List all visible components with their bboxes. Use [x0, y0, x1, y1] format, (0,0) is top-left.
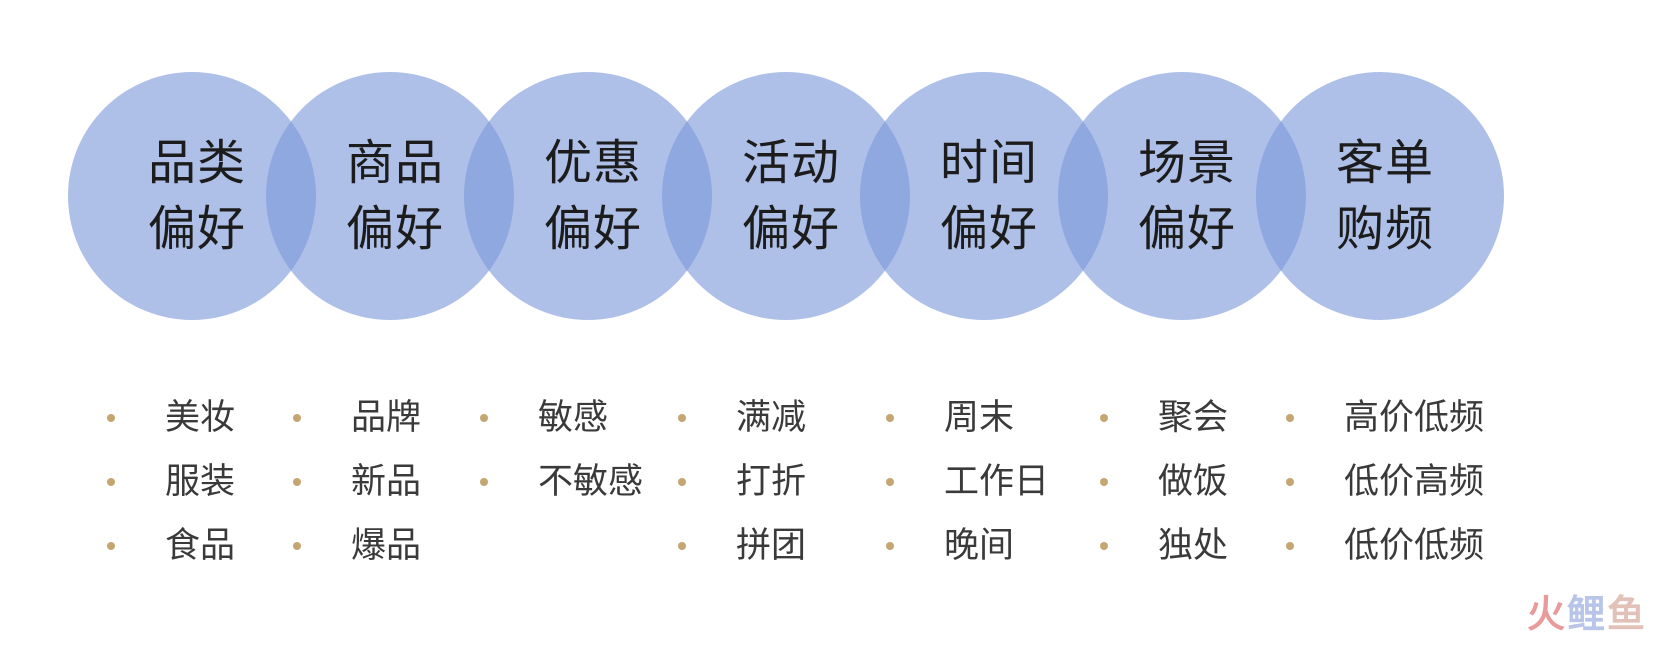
circle-7: [1256, 72, 1504, 320]
list-item-text: 不敏感: [538, 462, 644, 502]
bullet-dot-icon: [678, 542, 686, 550]
bullet-dot-icon: [678, 478, 686, 486]
bullet-dot-icon: [293, 414, 301, 422]
circle-label-7: 客单购频: [1256, 72, 1504, 320]
bullet-dot-icon: [678, 414, 686, 422]
list-item-text: 爆品: [351, 526, 422, 566]
list-item-text: 食品: [165, 526, 236, 566]
circle-label-6: 场景偏好: [1058, 72, 1306, 320]
list-item-text: 做饭: [1158, 462, 1229, 502]
bullet-dot-icon: [480, 414, 488, 422]
circle-label-line2: 偏好: [939, 201, 1038, 257]
list-item-text: 满减: [736, 398, 807, 438]
bullet-dot-icon: [293, 478, 301, 486]
list-item-text: 聚会: [1158, 398, 1229, 438]
circle-label-line1: 场景: [1137, 135, 1236, 191]
watermark-char-2: 鲤: [1566, 592, 1607, 636]
circle-label-3: 优惠偏好: [464, 72, 712, 320]
watermark-char-3: 鱼: [1606, 592, 1647, 636]
circle-label-4: 活动偏好: [662, 72, 910, 320]
circle-label-line1: 客单: [1335, 135, 1434, 191]
bullet-dot-icon: [886, 542, 894, 550]
list-item-text: 服装: [165, 462, 236, 502]
bullet-dot-icon: [886, 478, 894, 486]
list-item-text: 工作日: [944, 462, 1050, 502]
circle-label-2: 商品偏好: [266, 72, 514, 320]
list-item-text: 高价低频: [1344, 398, 1485, 438]
circle-label-line1: 时间: [939, 135, 1038, 191]
bullet-dot-icon: [1286, 478, 1294, 486]
bullet-dot-icon: [1286, 414, 1294, 422]
watermark-char-1: 火: [1526, 592, 1567, 636]
bullet-dot-icon: [293, 542, 301, 550]
circle-label-line1: 品类: [147, 135, 246, 191]
bullet-dot-icon: [480, 478, 488, 486]
list-item-text: 打折: [736, 462, 807, 502]
circle-label-line2: 偏好: [543, 201, 642, 257]
bullet-dot-icon: [107, 414, 115, 422]
circle-label-line2: 偏好: [741, 201, 840, 257]
list-item-text: 周末: [944, 398, 1015, 438]
list-item-text: 晚间: [944, 526, 1015, 566]
circle-label-line2: 偏好: [1137, 201, 1236, 257]
circle-label-line2: 偏好: [147, 201, 246, 257]
circle-label-line1: 优惠: [543, 135, 642, 191]
bullet-dot-icon: [107, 542, 115, 550]
bullet-dot-icon: [1100, 542, 1108, 550]
circle-label-line1: 活动: [741, 135, 840, 191]
bullet-dot-icon: [886, 414, 894, 422]
list-item-text: 新品: [351, 462, 422, 502]
list-item-text: 敏感: [538, 398, 609, 438]
list-item-text: 品牌: [351, 398, 422, 438]
list-item-text: 独处: [1158, 526, 1229, 566]
watermark-logo: 火鲤鱼: [1527, 583, 1647, 638]
list-item-text: 美妆: [165, 398, 236, 438]
circle-label-1: 品类偏好: [68, 72, 316, 320]
bullet-dot-icon: [1100, 414, 1108, 422]
list-item-text: 低价低频: [1344, 526, 1485, 566]
circle-label-line2: 购频: [1335, 201, 1434, 257]
circle-label-line1: 商品: [345, 135, 444, 191]
circle-label-5: 时间偏好: [860, 72, 1108, 320]
bullet-dot-icon: [107, 478, 115, 486]
bullet-dot-icon: [1100, 478, 1108, 486]
circle-label-line2: 偏好: [345, 201, 444, 257]
list-item-text: 拼团: [736, 526, 807, 566]
list-item-text: 低价高频: [1344, 462, 1485, 502]
bullet-dot-icon: [1286, 542, 1294, 550]
